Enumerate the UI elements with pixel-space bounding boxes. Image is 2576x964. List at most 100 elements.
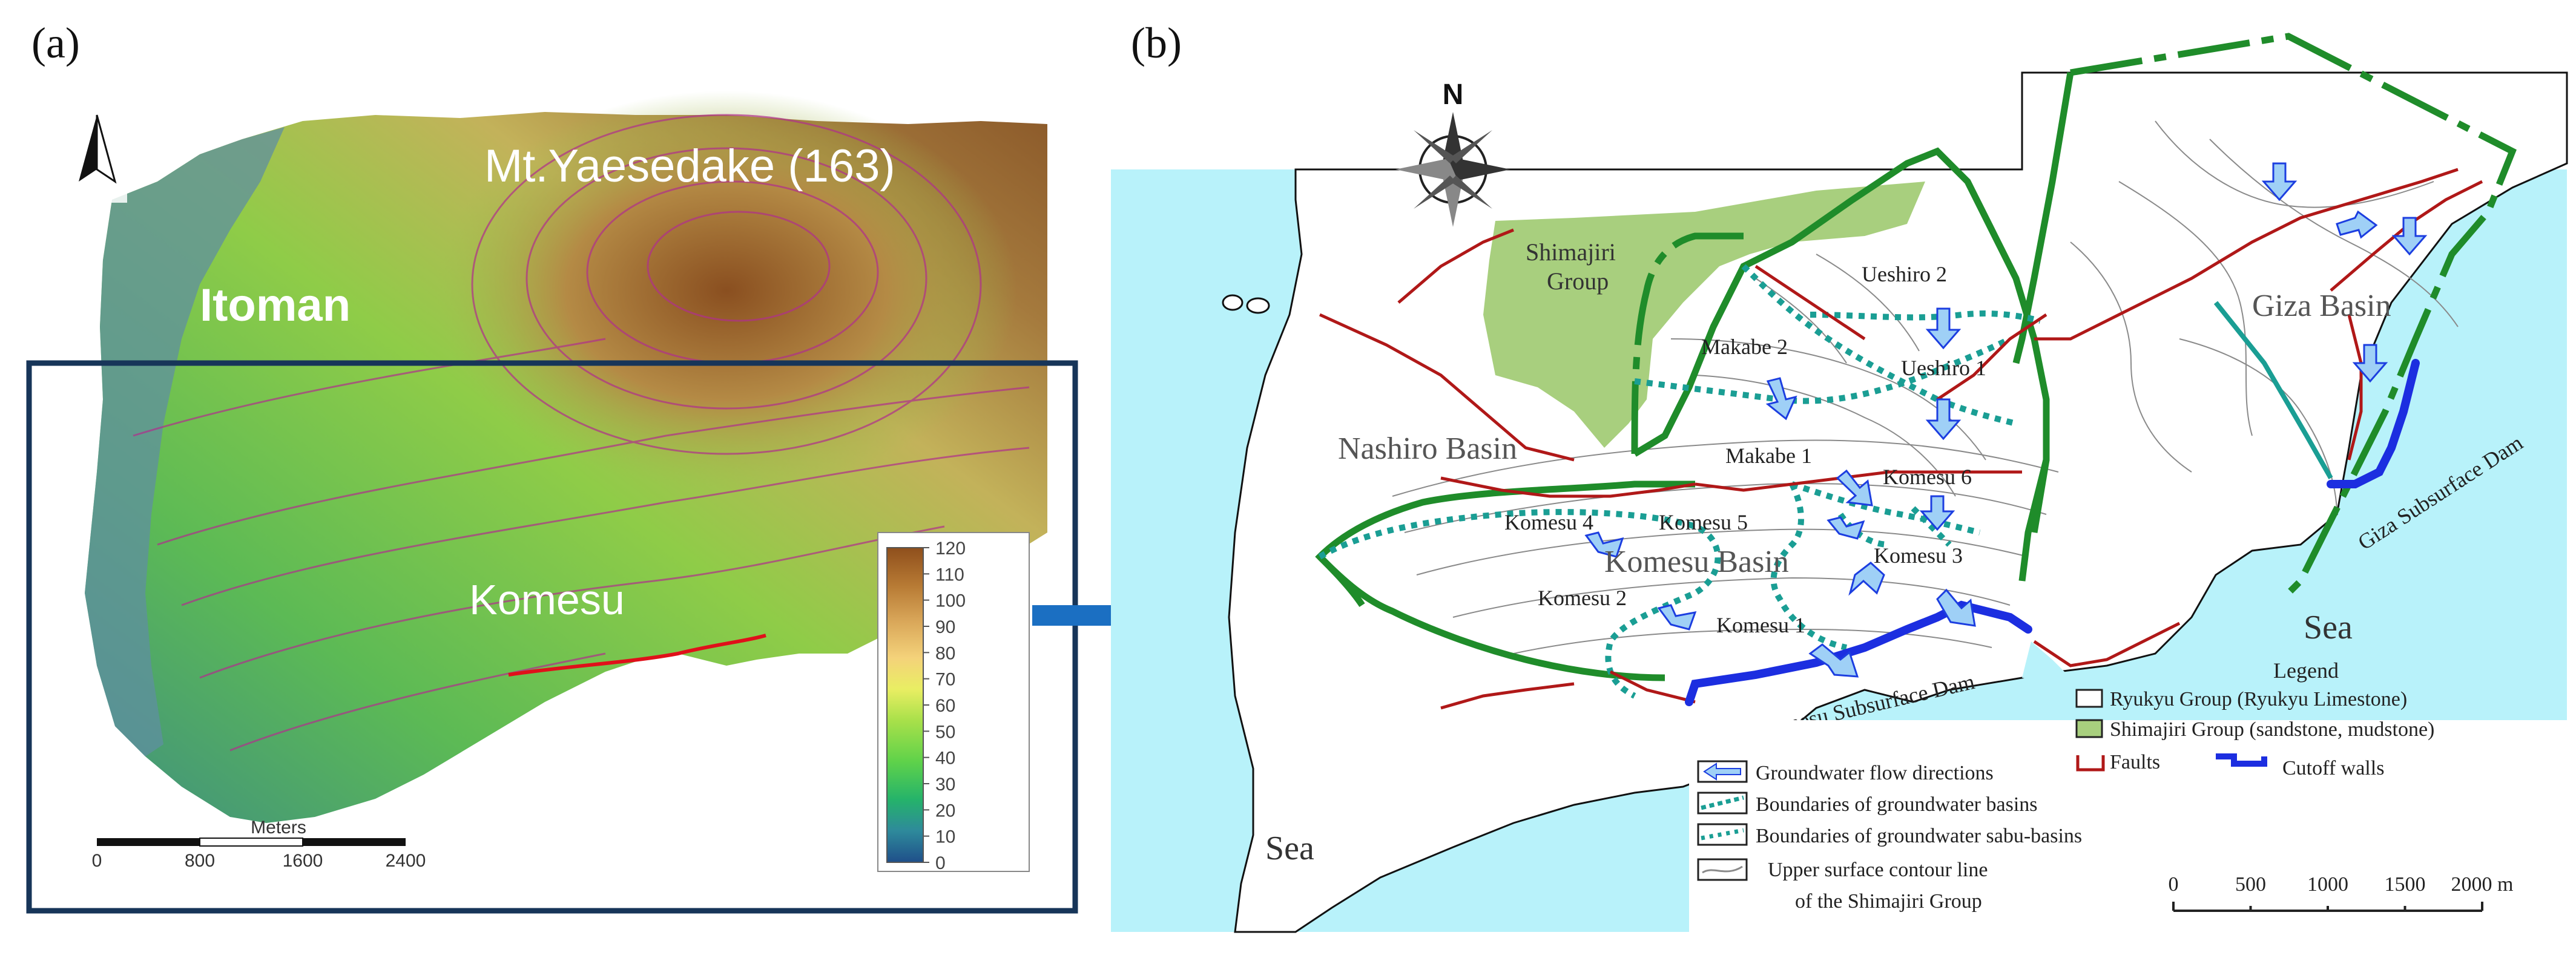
panel-a-scalebar: Meters 0 800 1600 2400 — [92, 818, 426, 871]
subbasin-label: Komesu 6 — [1883, 465, 1972, 489]
scalebar-b-tick-label: 1500 — [2385, 873, 2426, 896]
elevation-tick-label: 120 — [935, 539, 966, 559]
legend-cutoff: Cutoff walls — [2282, 757, 2384, 779]
legend-shimajiri: Shimajiri Group (sandstone, mudstone) — [2110, 718, 2434, 741]
elevation-tick-label: 80 — [935, 643, 955, 663]
label-sea-left: Sea — [1265, 830, 1314, 867]
subbasin-label: Makabe 1 — [1725, 444, 1812, 468]
elevation-tick-label: 30 — [935, 775, 955, 795]
flow-arrow-icon — [1925, 307, 1962, 350]
subbasin-label: Ueshiro 1 — [1901, 356, 1986, 380]
subbasin-label: Ueshiro 2 — [1862, 262, 1947, 286]
flow-arrow-icon — [2336, 210, 2378, 239]
label-mt-yaesedake: Mt.Yaesedake (163) — [484, 140, 895, 192]
cutoff-walls — [1685, 359, 2420, 706]
flow-arrow-icon — [1919, 495, 1955, 531]
legend-cutoff-swatch — [2216, 753, 2267, 767]
scalebar-b-ticks: 0 500 1000 1500 2000 m — [2169, 873, 2514, 911]
legend-contour-2: of the Shimajiri Group — [1795, 890, 1982, 913]
label-shimajiri-group: Shimajiri Group — [1526, 238, 1622, 295]
panel-a-dam-line — [508, 634, 766, 677]
panel-a-label: (a) — [31, 19, 80, 67]
elevation-colorbar — [886, 547, 924, 863]
legend-flow: Groundwater flow directions — [1756, 762, 1994, 784]
panel-b-map: N Nashiro Basin Komesu Basin Giza Basin … — [1111, 33, 2568, 938]
study-area-frame — [26, 360, 1078, 914]
flow-arrow-icon — [1848, 562, 1885, 596]
scalebar-a-tick-label: 800 — [185, 851, 215, 871]
elevation-tick-label: 40 — [935, 749, 955, 769]
scalebar-a-tick-label: 1600 — [283, 851, 323, 871]
scalebar-a-tick-label: 2400 — [386, 851, 426, 871]
scalebar-a-ticks: 0 800 1600 2400 — [92, 851, 426, 871]
elevation-tick-label: 10 — [935, 827, 955, 847]
flow-arrow-icon — [2352, 344, 2388, 383]
panel-b-scalebar: 0 500 1000 1500 2000 m — [2169, 873, 2514, 912]
legend-subbasin-boundary: Boundaries of groundwater sabu-basins — [1756, 825, 2082, 847]
subbasin-boundaries — [1318, 264, 2041, 699]
elevation-tick-label: 100 — [935, 591, 966, 611]
elevation-tick-label: 70 — [935, 670, 955, 690]
panel-b-label: (b) — [1131, 19, 1182, 67]
legend: Legend Ryukyu Group (Ryukyu Limestone) S… — [1697, 658, 2434, 913]
scalebar-a-tick-label: 0 — [92, 851, 102, 871]
flow-arrow-icon — [1827, 516, 1865, 540]
compass-north-letter: N — [1443, 79, 1464, 111]
flow-arrow-icon — [1584, 531, 1624, 558]
label-nashiro-basin: Nashiro Basin — [1338, 431, 1517, 466]
scalebar-b-tick-label: 2000 m — [2451, 873, 2514, 896]
legend-fault-swatch — [2076, 755, 2105, 772]
giza-subbasin-line — [2213, 301, 2333, 479]
elevation-tick-label: 0 — [935, 853, 946, 873]
flow-arrow-icon — [1925, 398, 1962, 441]
panel-a-coastal-plain — [85, 127, 285, 756]
scalebar-a-unit: Meters — [251, 818, 306, 838]
flow-arrow-icon — [1765, 377, 1797, 421]
elevation-legend: 0 10 20 30 40 50 60 70 80 90 100 110 120 — [877, 532, 1030, 873]
flow-arrows — [1584, 162, 2428, 678]
panel-a-map: Mt.Yaesedake (163) Itoman Komesu 0102030… — [26, 91, 1078, 914]
flow-arrow-icon — [1836, 469, 1873, 507]
legend-basin-boundary: Boundaries of groundwater basins — [1756, 793, 2038, 816]
legend-shimajiri-swatch — [2075, 719, 2103, 738]
flow-arrow-icon — [1808, 643, 1859, 678]
flow-arrow-icon — [1703, 762, 1741, 781]
elevation-tick-label: 20 — [935, 801, 955, 821]
subbasin-label: Komesu 2 — [1538, 586, 1627, 610]
north-arrow-icon — [67, 106, 127, 203]
legend-ryukyu-swatch — [2075, 689, 2103, 708]
flow-arrow-icon — [2391, 217, 2428, 256]
shimajiri-area — [1483, 182, 1925, 448]
legend-backdrop — [1689, 720, 2567, 938]
label-sea-right: Sea — [2304, 609, 2353, 646]
panel-b-contours — [1392, 120, 2459, 654]
label-komesu-basin: Komesu Basin — [1604, 545, 1789, 579]
basin-boundaries — [1315, 33, 2517, 681]
legend-ryukyu: Ryukyu Group (Ryukyu Limestone) — [2110, 688, 2407, 710]
subbasin-label: Makabe 2 — [1701, 335, 1788, 359]
legend-faults: Faults — [2110, 751, 2160, 773]
compass-rose-icon: N — [1395, 79, 1510, 227]
elevation-tick-label: 110 — [935, 565, 964, 585]
elevation-tick-label: 90 — [935, 617, 955, 637]
elevation-tick-label: 60 — [935, 696, 955, 716]
subbasin-label: Komesu 3 — [1874, 543, 1963, 568]
subbasin-labels: Ueshiro 2 Ueshiro 1 Makabe 2 Makabe 1 Komesu… — [1504, 262, 1986, 637]
scalebar-b-tick-label: 0 — [2169, 873, 2179, 896]
elevation-ticks: 0 10 20 30 40 50 60 70 80 90 100 110 120 — [923, 539, 966, 873]
flow-arrow-icon — [1936, 588, 1976, 627]
subbasin-label: Komesu 1 — [1716, 613, 1805, 637]
flow-arrow-icon — [2261, 162, 2298, 202]
subbasin-label: Komesu 4 — [1504, 510, 1593, 534]
panel-b-bay — [2022, 641, 2070, 684]
label-komesu: Komesu — [469, 576, 625, 623]
scalebar-b-tick-label: 500 — [2235, 873, 2266, 896]
subbasin-label: Komesu 5 — [1659, 510, 1748, 534]
legend-title: Legend — [2273, 658, 2339, 683]
flow-arrow-icon — [1657, 604, 1697, 631]
scalebar-b-tick-label: 1000 — [2307, 873, 2348, 896]
panel-a-contours — [133, 114, 1030, 752]
elevation-tick-label: 50 — [935, 722, 955, 742]
panel-a-mountain — [436, 91, 1017, 490]
